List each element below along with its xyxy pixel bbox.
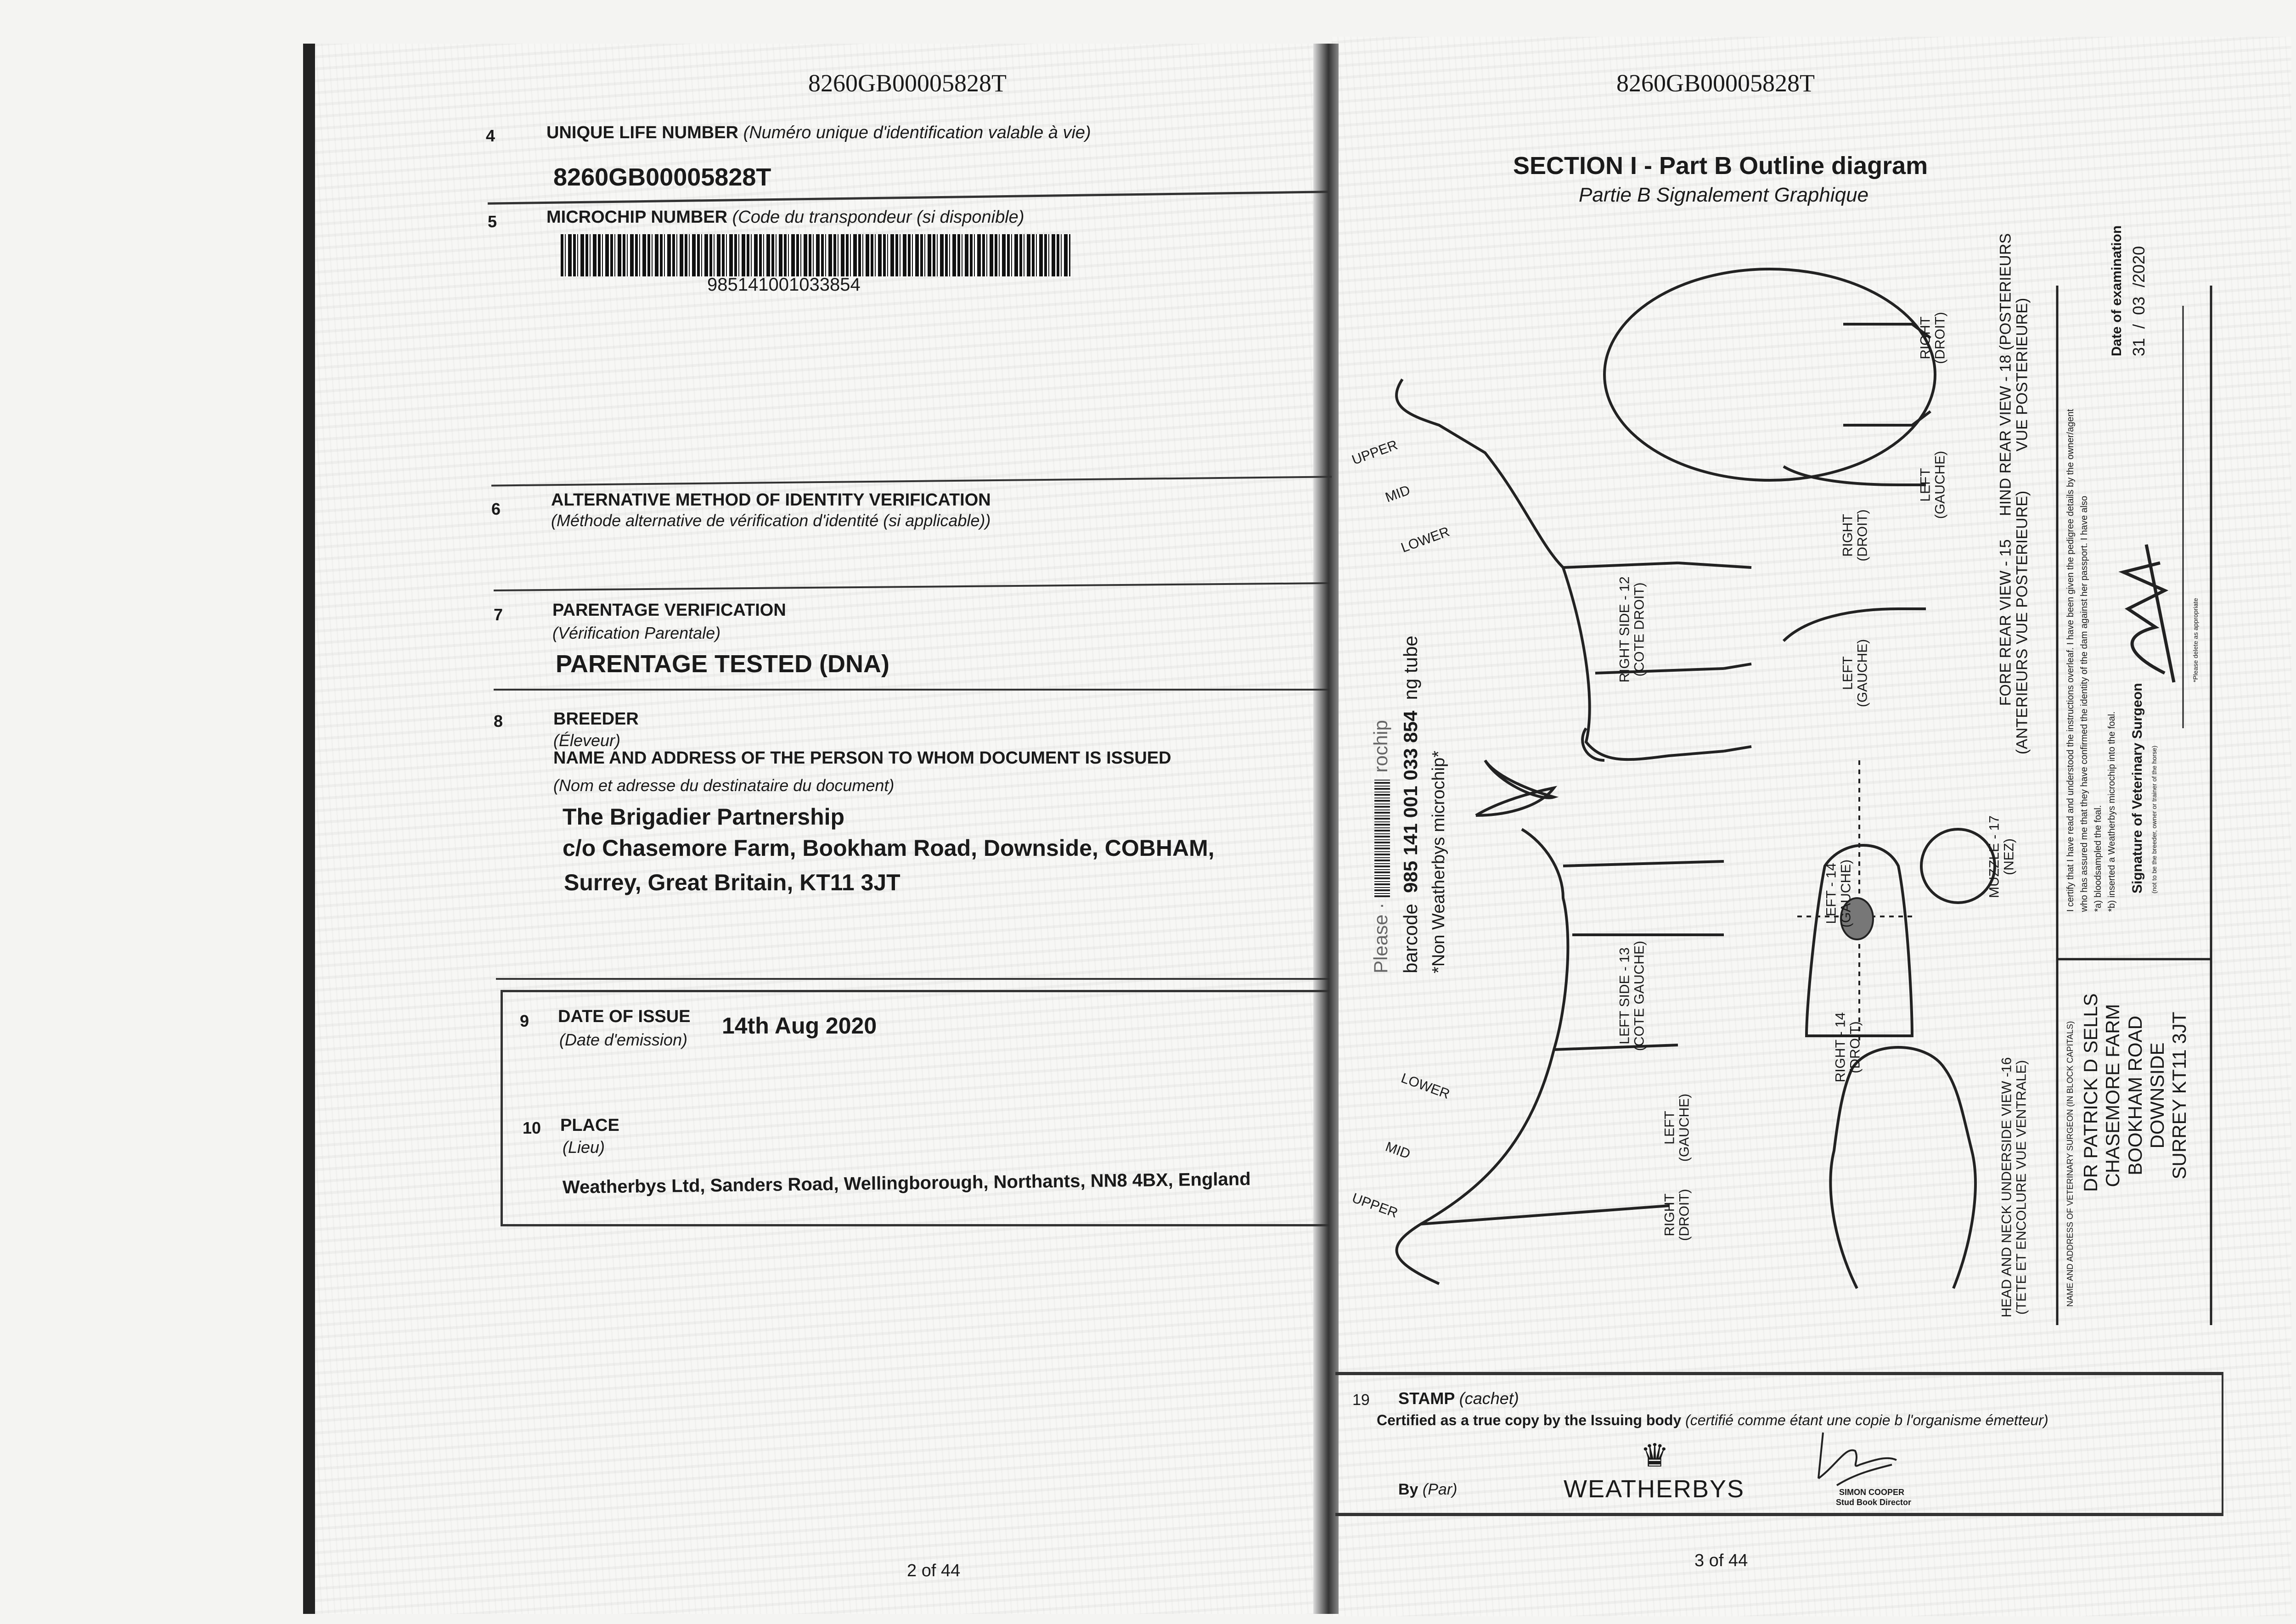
sticker-barcode (1374, 778, 1390, 898)
place-label-fr: (Lieu) (563, 1138, 605, 1157)
field-number: 4 (486, 126, 495, 145)
divider (496, 978, 1329, 980)
field-number: 5 (488, 212, 497, 231)
date-of-issue-label-fr: (Date d'emission) (559, 1030, 687, 1049)
outline-diagram: Please · rochip barcode 985 141 001 033 … (1347, 225, 2212, 1325)
certified-text: Certified as a true copy by the Issuing … (1377, 1412, 2048, 1428)
head-top-view-outline (1805, 844, 1914, 1037)
divider (494, 689, 1329, 691)
issue-box (501, 990, 1329, 1226)
hind-left-label: LEFT(GAUCHE) (1918, 450, 1948, 519)
parentage-label: PARENTAGE VERIFICATION (552, 601, 786, 620)
signature-label: Signature of Veterinary Surgeon (2130, 683, 2145, 893)
horse-outlines (1395, 268, 2212, 1325)
vet-address-label: NAME AND ADDRESS OF VETERINARY SURGEON (… (2065, 1021, 2075, 1307)
section-title: SECTION I - Part B Outline diagram (1513, 152, 1928, 180)
parentage-label-fr: (Vérification Parentale) (552, 624, 721, 642)
date-of-issue-value: 14th Aug 2020 (722, 1013, 877, 1039)
page-number: 3 of 44 (1694, 1551, 1748, 1570)
left-side-horse-outline (1395, 828, 1724, 1285)
fore-rear-view-legs (1782, 465, 1926, 642)
vet-address: DR PATRICK D SELLS CHASEMORE FARM BOOKHA… (2080, 993, 2190, 1192)
microchip-sticker: Please · rochip barcode 985 141 001 033 … (1370, 635, 1449, 973)
alt-method-label: ALTERNATIVE METHOD OF IDENTITY VERIFICAT… (551, 490, 991, 510)
breeder-address-line: Surrey, Great Britain, KT11 3JT (564, 870, 900, 895)
signature-note: (not to be the breeder, owner or trainer… (2150, 745, 2158, 893)
page-header-id: 8260GB00005828T (1616, 69, 1815, 97)
field-number: 6 (491, 500, 501, 518)
muzzle-label: MUZZLE - 17(NEZ) (1986, 815, 2017, 899)
date-of-examination-value: 31 / 03 /2020 (2129, 246, 2148, 356)
date-of-examination-label: Date of examination (2109, 225, 2124, 356)
microchip-label: MICROCHIP NUMBER (Code du transpondeur (… (546, 208, 1024, 227)
by-label: By (Par) (1398, 1481, 1458, 1498)
head-underside-view-label: HEAD AND NECK UNDERSIDE VIEW -16(TETE ET… (1999, 1057, 2029, 1318)
recipient-label-fr: (Nom et adresse du destinataire du docum… (553, 776, 895, 795)
field-number: 7 (494, 605, 503, 624)
parentage-value: PARENTAGE TESTED (DNA) (556, 650, 889, 678)
weatherbys-crest-icon: ♛ (1640, 1438, 1669, 1473)
microchip-value: 985141001033854 (707, 275, 861, 295)
page-number: 2 of 44 (907, 1561, 961, 1580)
field-number: 9 (520, 1011, 529, 1030)
left-side-label: LEFT SIDE - 13(COTE GAUCHE) (1617, 941, 1647, 1051)
breeder-label: BREEDER (553, 709, 639, 729)
head-underside-outline (1829, 1046, 1977, 1289)
date-of-issue-label: DATE OF ISSUE (558, 1007, 691, 1026)
page-header-id: 8260GB00005828T (808, 69, 1007, 97)
right-side-label: RIGHT SIDE - 12(COTE DROIT) (1617, 576, 1647, 683)
breeder-name: The Brigadier Partnership (563, 804, 845, 830)
fore-rear-view-label: FORE REAR VIEW - 15(ANTERIEURS VUE POSTE… (1997, 490, 2031, 755)
stamp-label: STAMP (cachet) (1398, 1389, 1519, 1408)
field-number: 8 (494, 712, 503, 731)
hind-rear-view-outline (1603, 268, 1936, 482)
head-right-label: RIGHT(DROIT) (1662, 1189, 1692, 1241)
left-page (303, 44, 1344, 1614)
recipient-label: NAME AND ADDRESS OF THE PERSON TO WHOM D… (553, 748, 1171, 768)
breeder-address-line: c/o Chasemore Farm, Bookham Road, Downsi… (563, 835, 1215, 861)
microchip-barcode (561, 234, 1070, 276)
place-label: PLACE (560, 1116, 619, 1135)
alt-method-label-fr: (Méthode alternative de vérification d'i… (551, 511, 991, 530)
weatherbys-logo: WEATHERBYS (1564, 1475, 1745, 1503)
director-signature (1818, 1432, 1897, 1486)
left-14-label: LEFT - 14(GAUCHE) (1823, 859, 1854, 928)
signatory-name: SIMON COOPER (1839, 1488, 1905, 1497)
field-number: 19 (1352, 1391, 1370, 1409)
delete-note: *Please delete as appropriate (2192, 598, 2199, 682)
left-side-tail (1475, 786, 1558, 817)
field-number: 10 (523, 1118, 541, 1137)
right-side-horse-outline (1395, 378, 1724, 762)
book-spine (1313, 44, 1339, 1614)
stamp-box (1335, 1372, 2223, 1516)
fore-right-label: RIGHT(DROIT) (1840, 509, 1870, 562)
fore-left-label: LEFT(GAUCHE) (1840, 639, 1870, 708)
breeder-label-fr: (Éleveur) (553, 731, 621, 750)
right-14-label: RIGHT - 14(DROIT) (1833, 1012, 1863, 1083)
signatory-title: Stud Book Director (1836, 1498, 1912, 1507)
certification-text: I certify that I have read and understoo… (2065, 409, 2117, 912)
head-left-label: LEFT(GAUCHE) (1662, 1093, 1692, 1162)
whorl-mark (1840, 897, 1874, 940)
unique-life-number-label: UNIQUE LIFE NUMBER (Numéro unique d'iden… (546, 123, 1091, 142)
muzzle-outline (1920, 828, 1996, 904)
right-side-tail (1484, 759, 1559, 799)
vet-signature (2118, 544, 2176, 683)
unique-life-number-value: 8260GB00005828T (553, 163, 771, 191)
section-subtitle: Partie B Signalement Graphique (1579, 184, 1869, 206)
hind-right-label: RIGHT(DROIT) (1918, 312, 1948, 364)
right-page (1332, 37, 2291, 1616)
